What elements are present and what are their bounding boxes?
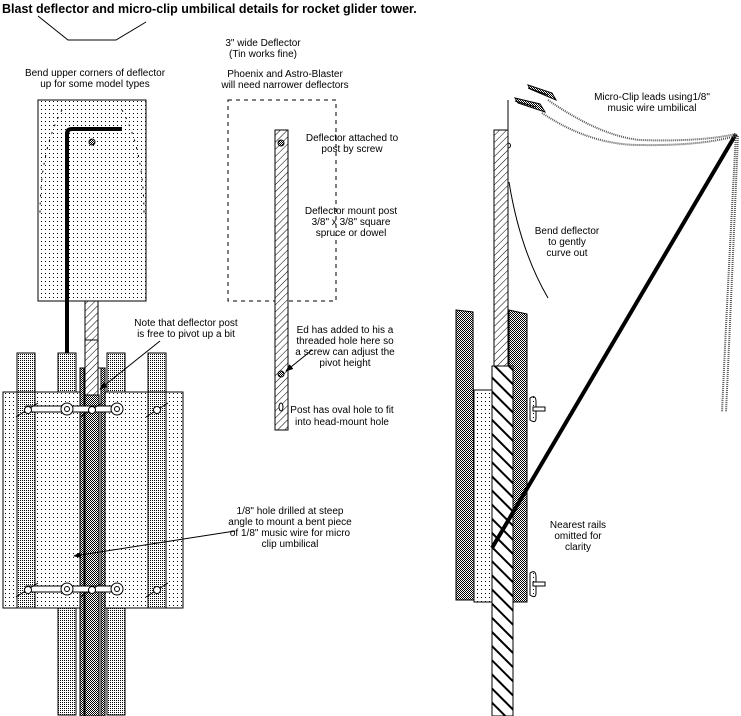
svg-text:up for some model types: up for some model types	[40, 79, 150, 90]
label-attached-by-screw: Deflector attached to post by screw	[306, 133, 399, 155]
svg-text:angle to mount a bent piece: angle to mount a bent piece	[228, 517, 352, 528]
svg-text:Deflector mount post: Deflector mount post	[305, 206, 397, 217]
diagram-title: Blast deflector and micro-clip umbilical…	[2, 2, 417, 16]
svg-text:1/8" hole drilled at steep: 1/8" hole drilled at steep	[237, 506, 344, 517]
rail-outer-left-front	[16, 391, 36, 609]
label-micro-clip: Micro-Clip leads using1/8" music wire um…	[594, 92, 710, 114]
bend-line-left	[39, 109, 63, 216]
svg-text:pivot height: pivot height	[319, 358, 370, 369]
wing-nut-icon	[529, 571, 546, 598]
pivot-arrow	[99, 340, 161, 390]
label-nearest-rails: Nearest rails omitted for clarity	[550, 520, 606, 553]
svg-text:Post has oval hole to fit: Post has oval hole to fit	[290, 405, 394, 416]
label-oval-hole: Post has oval hole to fit into head-moun…	[290, 405, 394, 428]
svg-text:Note that deflector post: Note that deflector post	[134, 318, 238, 329]
svg-text:into head-mount hole: into head-mount hole	[295, 417, 389, 428]
svg-text:threaded hole here so: threaded hole here so	[296, 336, 394, 347]
label-hole-drilled: 1/8" hole drilled at steep angle to moun…	[228, 506, 352, 550]
svg-text:will need narrower deflectors: will need narrower deflectors	[220, 80, 348, 91]
svg-text:3" wide Deflector: 3" wide Deflector	[225, 38, 301, 49]
cross-bar-upper	[15, 402, 169, 418]
svg-text:curve out: curve out	[546, 248, 587, 259]
svg-text:Nearest rails: Nearest rails	[550, 520, 606, 531]
svg-text:post by screw: post by screw	[321, 144, 383, 155]
oval-hole	[278, 402, 284, 412]
clip-lead-hanging-2	[725, 135, 739, 413]
head-mount-edge-left	[79, 367, 85, 716]
svg-text:Ed has added to his a: Ed has added to his a	[297, 325, 394, 336]
rail-outer-right-front	[147, 391, 167, 609]
svg-text:is free to pivot up a bit: is free to pivot up a bit	[137, 329, 235, 340]
alligator-clip-icon	[513, 97, 547, 113]
mount-plate-side	[473, 389, 493, 603]
svg-text:omitted for: omitted for	[554, 531, 602, 542]
label-narrower: Phoenix and Astro-Blaster will need narr…	[220, 69, 348, 91]
side-deflector-post	[493, 129, 509, 371]
post-hole-channel	[84, 394, 100, 716]
threaded-hole	[277, 370, 285, 378]
svg-text:to gently: to gently	[548, 237, 586, 248]
screw-icon	[277, 139, 285, 147]
threaded-hole-arrow	[285, 349, 313, 372]
clip-lead-hanging-1	[721, 133, 737, 413]
label-bend-corners: Bend upper corners of deflector up for s…	[25, 68, 166, 90]
screw-icon	[507, 142, 511, 149]
launch-rod	[491, 365, 514, 716]
deflector-plate	[37, 99, 147, 302]
deflector-mount-post	[274, 129, 289, 431]
svg-text:Micro-Clip leads using1/8": Micro-Clip leads using1/8"	[594, 92, 710, 103]
svg-text:Bend upper corners of deflecto: Bend upper corners of deflector	[25, 68, 166, 79]
label-bend-deflector: Bend deflector to gently curve out	[535, 226, 600, 259]
label-threaded-hole: Ed has added to his a threaded hole here…	[295, 325, 395, 369]
label-mount-post: Deflector mount post 3/8" x 3/8" square …	[305, 206, 397, 239]
svg-text:a screw can adjust the: a screw can adjust the	[295, 347, 395, 358]
label-pivot-note: Note that deflector post is free to pivo…	[134, 318, 238, 340]
cross-bar-lower	[15, 582, 169, 598]
svg-text:Phoenix and Astro-Blaster: Phoenix and Astro-Blaster	[227, 69, 343, 80]
svg-text:3/8" x 3/8" square: 3/8" x 3/8" square	[312, 217, 391, 228]
svg-text:clarity: clarity	[565, 542, 591, 553]
label-deflector-width: 3" wide Deflector (Tin works fine)	[225, 38, 301, 60]
clip-lead-lower	[541, 112, 737, 147]
svg-text:(Tin works fine): (Tin works fine)	[229, 49, 297, 60]
deflector-bend-profile	[37, 15, 147, 41]
rail-back	[455, 309, 475, 601]
alligator-clip-icon	[527, 84, 558, 102]
curved-deflector	[508, 181, 549, 299]
deflector-post-lower	[84, 339, 99, 396]
head-mount-edge-right	[100, 367, 106, 716]
music-wire-umbilical-side	[490, 132, 738, 550]
svg-text:Deflector attached to: Deflector attached to	[306, 133, 399, 144]
svg-text:spruce or dowel: spruce or dowel	[316, 228, 387, 239]
svg-text:clip umbilical: clip umbilical	[262, 539, 319, 550]
svg-text:music wire umbilical: music wire umbilical	[608, 103, 697, 114]
wing-nut-icon	[529, 396, 546, 423]
screw-icon	[88, 138, 96, 146]
svg-text:Bend deflector: Bend deflector	[535, 226, 600, 237]
music-wire-umbilical	[65, 127, 122, 558]
bend-line-right	[121, 109, 145, 216]
hole-arrow	[73, 530, 236, 558]
svg-text:of 1/8" music wire for micro: of 1/8" music wire for micro	[230, 528, 351, 539]
